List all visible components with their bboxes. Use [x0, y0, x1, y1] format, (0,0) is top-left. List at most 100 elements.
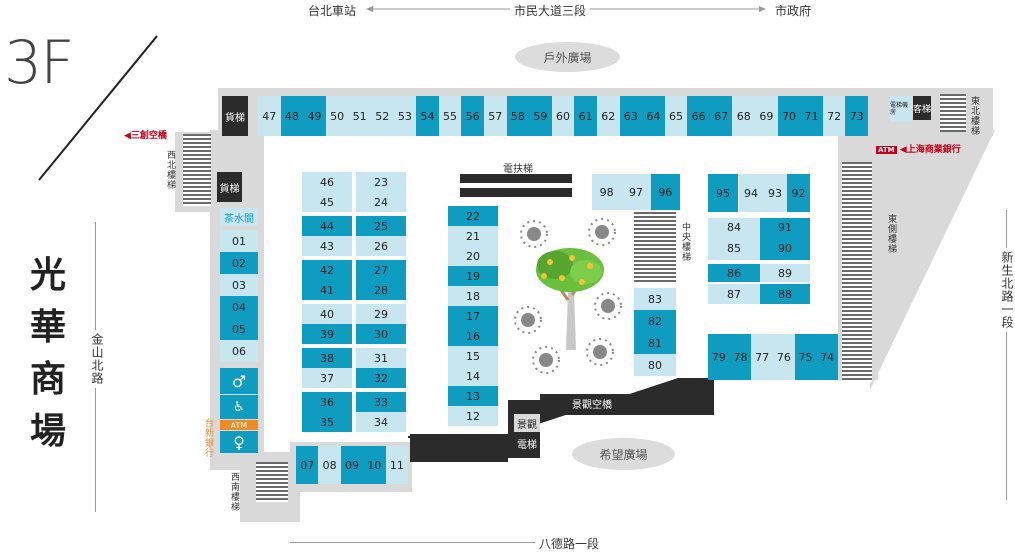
shop-unit-45[interactable]: 45	[302, 192, 352, 212]
shop-unit-85[interactable]: 85	[708, 236, 760, 260]
passenger-elevator[interactable]: 客梯	[913, 96, 931, 120]
shop-unit-57[interactable]: 57	[483, 96, 507, 136]
shop-unit-34[interactable]: 34	[356, 412, 406, 432]
shop-unit-49[interactable]: 49	[303, 96, 326, 136]
shop-unit-64[interactable]: 64	[642, 96, 665, 136]
shop-unit-47[interactable]: 47	[258, 96, 281, 136]
shop-unit-63[interactable]: 63	[619, 96, 643, 136]
shop-unit-58[interactable]: 58	[506, 96, 530, 136]
east-north-stairs[interactable]	[940, 94, 966, 132]
shop-unit-29[interactable]: 29	[356, 304, 406, 324]
shop-unit-75[interactable]: 75	[794, 334, 817, 380]
shop-unit-93[interactable]: 93	[763, 174, 787, 212]
shop-unit-98[interactable]: 98	[592, 174, 622, 210]
shop-unit-65[interactable]: 65	[664, 96, 688, 136]
shop-unit-20[interactable]: 20	[448, 246, 498, 266]
shop-unit-54[interactable]: 54	[416, 96, 439, 136]
shop-unit-41[interactable]: 41	[302, 280, 352, 300]
shop-unit-37[interactable]: 37	[302, 368, 352, 388]
shop-unit-30[interactable]: 30	[356, 324, 406, 344]
shop-unit-72[interactable]: 72	[822, 96, 846, 136]
atm-west[interactable]: ATM	[220, 420, 258, 430]
shop-unit-78[interactable]: 78	[729, 334, 752, 380]
shop-unit-62[interactable]: 62	[596, 96, 620, 136]
shop-unit-40[interactable]: 40	[302, 304, 352, 324]
shanghai-bank-bridge[interactable]: ATM ◀上海商業銀行	[876, 145, 961, 155]
accessible-restroom-icon[interactable]: ♿	[220, 395, 258, 419]
shop-unit-19[interactable]: 19	[448, 266, 498, 286]
shop-unit-11[interactable]: 11	[385, 446, 409, 484]
shop-unit-61[interactable]: 61	[574, 96, 597, 136]
shop-unit-10[interactable]: 10	[363, 446, 386, 484]
shop-unit-03[interactable]: 03	[220, 274, 258, 296]
shop-unit-83[interactable]: 83	[634, 288, 676, 310]
shop-unit-91[interactable]: 91	[760, 218, 810, 236]
shop-unit-42[interactable]: 42	[302, 260, 352, 280]
shop-unit-15[interactable]: 15	[448, 346, 498, 366]
shop-unit-44[interactable]: 44	[302, 216, 352, 236]
tea-room[interactable]: 茶水間	[220, 208, 258, 226]
hope-plaza[interactable]: 希望廣場	[572, 438, 675, 470]
shop-unit-52[interactable]: 52	[370, 96, 394, 136]
shop-unit-80[interactable]: 80	[634, 354, 676, 376]
shop-unit-69[interactable]: 69	[755, 96, 778, 136]
shop-unit-53[interactable]: 53	[393, 96, 417, 136]
shop-unit-50[interactable]: 50	[325, 96, 349, 136]
escalator-up[interactable]	[460, 174, 572, 183]
shop-unit-12[interactable]: 12	[448, 406, 498, 426]
east-stairs[interactable]	[842, 162, 872, 382]
shop-unit-66[interactable]: 66	[687, 96, 710, 136]
shop-unit-55[interactable]: 55	[438, 96, 462, 136]
shop-unit-08[interactable]: 08	[318, 446, 341, 484]
shop-unit-38[interactable]: 38	[302, 348, 352, 368]
shop-unit-70[interactable]: 70	[777, 96, 801, 136]
shop-unit-94[interactable]: 94	[739, 174, 763, 212]
shop-unit-84[interactable]: 84	[708, 218, 760, 236]
shop-unit-33[interactable]: 33	[356, 392, 406, 412]
shop-unit-22[interactable]: 22	[448, 206, 498, 226]
elevator-south[interactable]: 電梯	[514, 434, 540, 452]
shop-unit-46[interactable]: 46	[302, 172, 352, 192]
shop-unit-67[interactable]: 67	[709, 96, 733, 136]
restroom-female-icon[interactable]: ♀	[220, 431, 258, 453]
shop-unit-74[interactable]: 74	[816, 334, 839, 380]
shop-unit-16[interactable]: 16	[448, 326, 498, 346]
shop-unit-28[interactable]: 28	[356, 280, 406, 300]
shop-unit-60[interactable]: 60	[551, 96, 575, 136]
restroom-male-icon[interactable]: ♂	[220, 368, 258, 394]
west-south-stairs[interactable]	[256, 462, 288, 502]
shop-unit-59[interactable]: 59	[529, 96, 552, 136]
escalator-down[interactable]	[460, 188, 572, 197]
shop-unit-90[interactable]: 90	[760, 236, 810, 260]
shop-unit-26[interactable]: 26	[356, 236, 406, 256]
shop-unit-04[interactable]: 04	[220, 296, 258, 318]
shop-unit-96[interactable]: 96	[650, 174, 680, 210]
shop-unit-76[interactable]: 76	[773, 334, 795, 380]
shop-unit-27[interactable]: 27	[356, 260, 406, 280]
shop-unit-23[interactable]: 23	[356, 172, 406, 192]
shop-unit-14[interactable]: 14	[448, 366, 498, 386]
shop-unit-73[interactable]: 73	[845, 96, 869, 136]
shop-unit-81[interactable]: 81	[634, 332, 676, 354]
freight-elevator-west[interactable]: 貨梯	[217, 172, 242, 202]
shop-unit-95[interactable]: 95	[708, 174, 738, 212]
shop-unit-25[interactable]: 25	[356, 216, 406, 236]
shop-unit-68[interactable]: 68	[732, 96, 756, 136]
shop-unit-07[interactable]: 07	[296, 446, 319, 484]
shop-unit-09[interactable]: 09	[340, 446, 364, 484]
scenic-skybridge-path[interactable]	[408, 378, 718, 463]
outdoor-plaza[interactable]: 戶外廣場	[515, 42, 620, 72]
shop-unit-43[interactable]: 43	[302, 236, 352, 256]
shop-unit-01[interactable]: 01	[220, 230, 258, 252]
shop-unit-06[interactable]: 06	[220, 340, 258, 362]
shop-unit-36[interactable]: 36	[302, 392, 352, 412]
shop-unit-56[interactable]: 56	[461, 96, 484, 136]
sanchuang-bridge[interactable]: ◀三創空橋	[124, 131, 167, 141]
shop-unit-21[interactable]: 21	[448, 226, 498, 246]
shop-unit-77[interactable]: 77	[751, 334, 774, 380]
shop-unit-86[interactable]: 86	[708, 264, 760, 282]
shop-unit-97[interactable]: 97	[621, 174, 651, 210]
shop-unit-17[interactable]: 17	[448, 306, 498, 326]
west-north-stairs[interactable]	[183, 134, 211, 206]
shop-unit-79[interactable]: 79	[708, 334, 730, 380]
